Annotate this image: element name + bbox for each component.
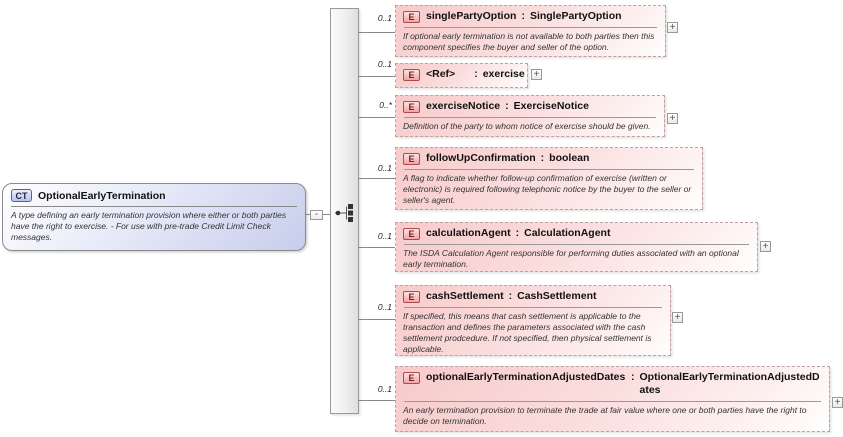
- expand-toggle[interactable]: +: [672, 312, 683, 323]
- element-name: cashSettlement: [426, 290, 504, 302]
- divider: [404, 117, 656, 119]
- element-type: OptionalEarlyTerminationAdjustedDates: [639, 371, 820, 397]
- element-node-cashSettlement[interactable]: E cashSettlement : CashSettlement If spe…: [395, 285, 671, 356]
- element-name: <Ref>: [426, 68, 456, 80]
- element-type: CalculationAgent: [524, 227, 611, 239]
- element-description: An early termination provision to termin…: [403, 405, 807, 427]
- colon-separator: :: [540, 152, 545, 164]
- cardinality-label: 0..1: [377, 384, 392, 394]
- element-badge-icon: E: [403, 153, 420, 165]
- element-description: If specified, this means that cash settl…: [403, 311, 652, 354]
- element-description: If optional early termination is not ava…: [403, 31, 655, 52]
- connector-line: [358, 178, 395, 179]
- element-badge-icon: E: [403, 11, 420, 23]
- divider: [404, 401, 821, 403]
- element-name: optionalEarlyTerminationAdjustedDates: [426, 371, 626, 383]
- element-name: exerciseNotice: [426, 100, 501, 112]
- element-badge-icon: E: [403, 372, 420, 384]
- colon-separator: :: [474, 68, 478, 80]
- cardinality-label: 0..1: [377, 231, 392, 241]
- element-badge-icon: E: [403, 228, 420, 240]
- element-name: singlePartyOption: [426, 10, 517, 22]
- sequence-compositor-icon: [335, 204, 353, 222]
- complex-type-description: A type defining an early termination pro…: [11, 210, 287, 242]
- cardinality-label: 0..1: [377, 59, 392, 69]
- expand-toggle[interactable]: +: [832, 397, 843, 408]
- connector-line: [358, 319, 395, 320]
- expand-toggle[interactable]: +: [760, 241, 771, 252]
- element-node-singlePartyOption[interactable]: E singlePartyOption : SinglePartyOption …: [395, 5, 666, 57]
- expand-toggle[interactable]: +: [531, 69, 542, 80]
- cardinality-label: 0..1: [377, 13, 392, 23]
- connector-line: [358, 117, 395, 118]
- divider: [11, 206, 297, 207]
- divider: [404, 244, 749, 246]
- element-description: Definition of the party to whom notice o…: [403, 121, 651, 132]
- element-node-exercise-ref[interactable]: E <Ref> : exercise: [395, 63, 528, 88]
- element-name: calculationAgent: [426, 227, 511, 239]
- complex-type-title: OptionalEarlyTermination: [38, 189, 166, 202]
- element-node-exerciseNotice[interactable]: E exerciseNotice : ExerciseNotice Defini…: [395, 95, 665, 137]
- colon-separator: :: [631, 371, 635, 383]
- expand-toggle[interactable]: +: [667, 113, 678, 124]
- element-badge-icon: E: [403, 291, 420, 303]
- collapse-toggle[interactable]: -: [310, 210, 323, 220]
- element-type: boolean: [549, 152, 590, 164]
- connector-line: [358, 247, 395, 248]
- cardinality-label: 0..1: [377, 163, 392, 173]
- expand-toggle[interactable]: +: [667, 22, 678, 33]
- element-badge-icon: E: [403, 101, 420, 113]
- colon-separator: :: [515, 227, 520, 239]
- element-name: followUpConfirmation: [426, 152, 536, 164]
- colon-separator: :: [508, 290, 513, 302]
- colon-separator: :: [521, 10, 525, 22]
- connector-line: [358, 32, 395, 33]
- sequence-bar[interactable]: [330, 8, 359, 414]
- connector-line: [358, 76, 395, 77]
- complex-type-header: CT OptionalEarlyTermination: [11, 187, 297, 205]
- element-type: CashSettlement: [517, 290, 597, 302]
- connector-line: [358, 400, 395, 401]
- element-node-optionalEarlyTerminationAdjustedDates[interactable]: E optionalEarlyTerminationAdjustedDates …: [395, 366, 830, 432]
- cardinality-label: 0..1: [377, 302, 392, 312]
- element-node-calculationAgent[interactable]: E calculationAgent : CalculationAgent Th…: [395, 222, 758, 272]
- element-type: exercise: [482, 68, 525, 80]
- complex-type-badge-icon: CT: [11, 189, 32, 202]
- element-type: ExerciseNotice: [513, 100, 589, 112]
- divider: [404, 27, 657, 29]
- colon-separator: :: [505, 100, 509, 112]
- element-type: SinglePartyOption: [529, 10, 622, 22]
- cardinality-label: 0..*: [379, 100, 392, 110]
- divider: [404, 169, 694, 171]
- element-node-followUpConfirmation[interactable]: E followUpConfirmation : boolean A flag …: [395, 147, 703, 210]
- element-badge-icon: E: [403, 69, 420, 81]
- divider: [404, 307, 662, 309]
- element-description: A flag to indicate whether follow-up con…: [403, 173, 692, 205]
- element-description: The ISDA Calculation Agent responsible f…: [403, 248, 739, 269]
- complex-type-node[interactable]: CT OptionalEarlyTermination A type defin…: [2, 183, 306, 251]
